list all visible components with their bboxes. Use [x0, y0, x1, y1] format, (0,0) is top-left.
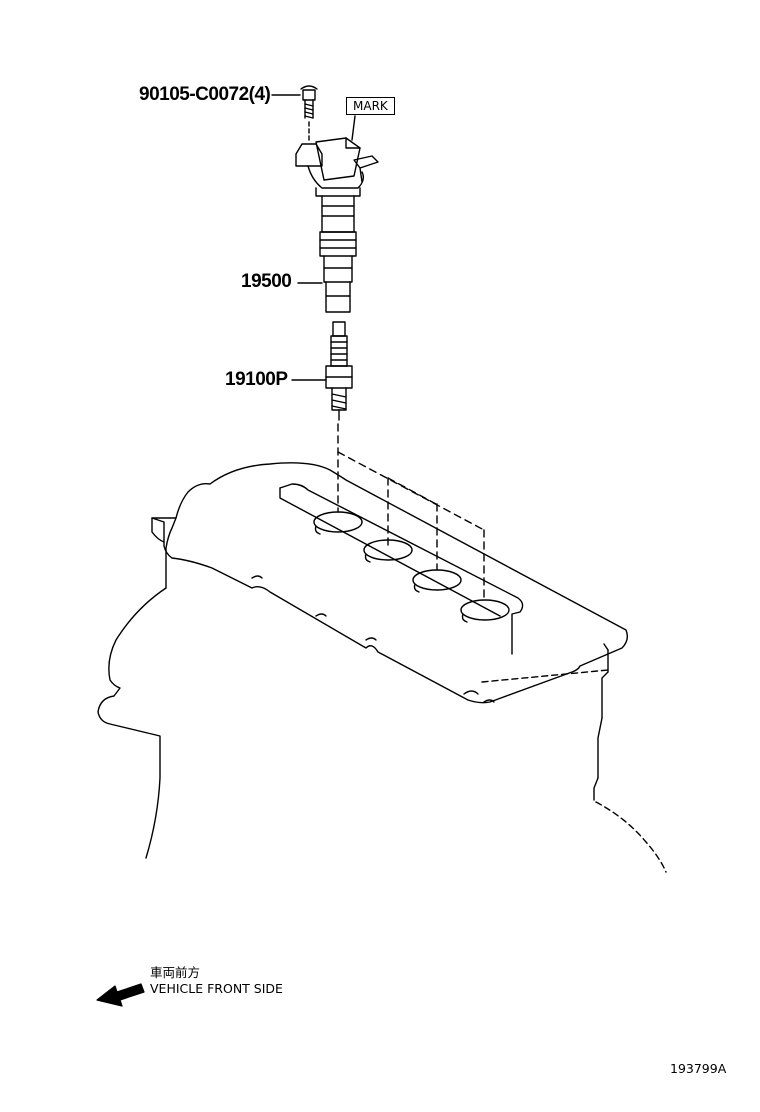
plug-hole-3: [412, 569, 462, 591]
plug-hole-2: [363, 539, 413, 561]
insertion-guides: [337, 423, 485, 601]
ignition-coil-drawing: [295, 137, 379, 313]
leader-lines: [271, 94, 356, 381]
plug-hole-4: [460, 599, 510, 621]
mark-label: MARK: [346, 97, 395, 115]
bolt-part-number: 90105-C0072(4): [139, 84, 271, 105]
coil-part-number: 19500: [241, 271, 292, 292]
direction-label-english: VEHICLE FRONT SIDE: [150, 981, 283, 996]
spark-plug-part-number: 19100P: [225, 369, 288, 390]
direction-label-japanese: 車両前方: [150, 965, 201, 980]
arrow-left-icon: [96, 983, 145, 1007]
figure-id: 193799A: [670, 1061, 727, 1076]
bolt-drawing: [300, 85, 318, 141]
engine-cylinder-head: [97, 462, 667, 873]
plug-holes: [313, 511, 510, 623]
spark-plug-drawing: [325, 321, 353, 421]
plug-hole-1: [313, 511, 363, 533]
